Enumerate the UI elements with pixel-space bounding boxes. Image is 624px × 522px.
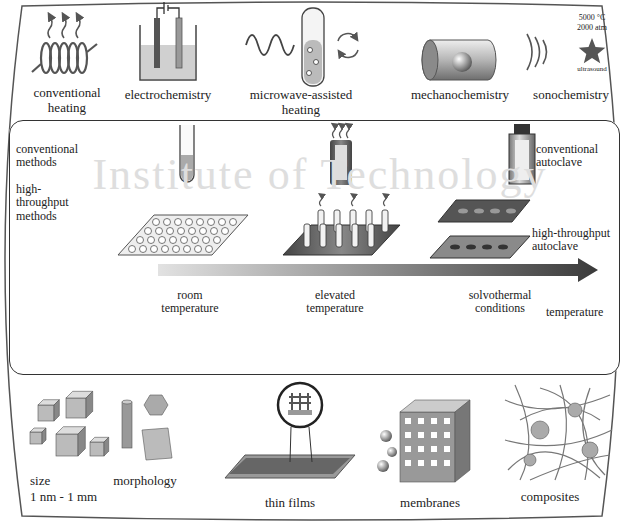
method-label: microwave-assisted heating bbox=[240, 88, 362, 117]
watermark: Institute of Technology bbox=[40, 150, 600, 199]
panel-label: conventional autoclave bbox=[536, 143, 616, 170]
condition-value: 2000 atm bbox=[572, 24, 612, 33]
panel-label: solvothermal conditions bbox=[455, 289, 545, 316]
panel-label: temperature bbox=[546, 306, 616, 319]
method-label: electrochemistry bbox=[118, 88, 218, 103]
property-label: size bbox=[30, 474, 70, 489]
property-label: morphology bbox=[100, 474, 190, 489]
rounded-panel: conventional methods high-throughput meth… bbox=[9, 120, 620, 375]
icon-label: ultrasound bbox=[572, 66, 612, 74]
method-label: sonochemistry bbox=[521, 88, 621, 103]
method-label: mechanochemistry bbox=[405, 88, 515, 103]
panel-label: conventional methods bbox=[16, 143, 96, 170]
property-label: membranes bbox=[385, 496, 475, 511]
property-label: thin films bbox=[245, 496, 335, 511]
property-label: composites bbox=[505, 490, 595, 505]
panel-label: room temperature bbox=[150, 289, 230, 316]
condition-value: 5000 °C bbox=[572, 14, 612, 23]
panel-label: high-throughput autoclave bbox=[532, 227, 616, 254]
method-label: conventional heating bbox=[25, 86, 109, 115]
panel-label: elevated temperature bbox=[295, 289, 375, 316]
property-value: 1 nm - 1 mm bbox=[30, 490, 120, 505]
panel-label: high-throughput methods bbox=[16, 183, 92, 223]
